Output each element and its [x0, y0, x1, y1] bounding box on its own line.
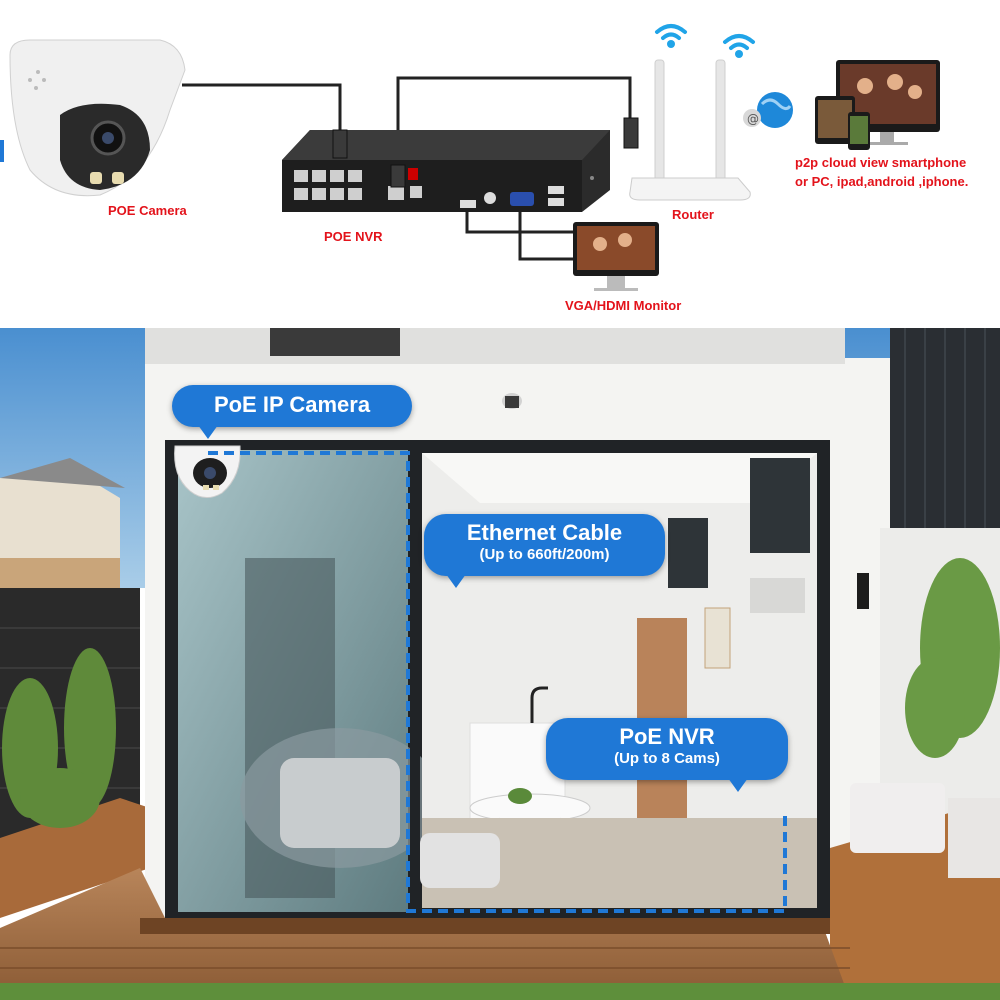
devices-cluster [815, 60, 940, 150]
house-scene-graphics [0, 328, 1000, 1000]
house-scene: PoE IP Camera Ethernet Cable (Up to 660f… [0, 328, 1000, 1000]
poe-nvr-label: POE NVR [324, 229, 383, 244]
p2p-label-line1: p2p cloud view smartphone [795, 155, 967, 170]
monitor-label: VGA/HDMI Monitor [565, 298, 682, 313]
svg-text:@: @ [747, 112, 759, 126]
poe-ip-camera-callout: PoE IP Camera [172, 385, 412, 439]
connection-diagram-graphics: @ [0, 24, 940, 291]
poe-nvr-callout-title: PoE NVR [619, 724, 715, 749]
vga-hdmi-monitor-device [573, 222, 659, 291]
poe-nvr-callout: PoE NVR (Up to 8 Cams) [546, 718, 788, 792]
p2p-label-line2: or PC, ipad,android ,iphone. [795, 174, 969, 189]
poe-nvr-device [282, 129, 610, 212]
cables [182, 76, 632, 261]
connection-diagram: @ POE Camera POE NVR Router VGA/HDMI Mon… [0, 0, 1000, 328]
cable-route-dashed-line [208, 451, 787, 913]
ethernet-cable-callout: Ethernet Cable (Up to 660ft/200m) [424, 514, 665, 588]
ethernet-cable-callout-subtitle: (Up to 660ft/200m) [479, 546, 610, 563]
camera-to-nvr-cable [182, 83, 342, 135]
nvr-to-router-cable [396, 76, 632, 170]
poe-ip-camera-callout-title: PoE IP Camera [213, 392, 371, 417]
nvr-to-monitor-hdmi-cable [465, 212, 573, 234]
ethernet-cable-callout-title: Ethernet Cable [466, 520, 623, 545]
indoor-poe-camera [174, 445, 241, 498]
nvr-to-monitor-vga-cable [518, 212, 573, 261]
router-device [623, 24, 755, 201]
router-label: Router [672, 207, 714, 222]
poe-camera-label: POE Camera [108, 203, 187, 218]
poe-nvr-callout-subtitle: (Up to 8 Cams) [614, 750, 720, 767]
poe-camera-device [0, 39, 186, 197]
cloud-globe-icon: @ [743, 92, 793, 128]
